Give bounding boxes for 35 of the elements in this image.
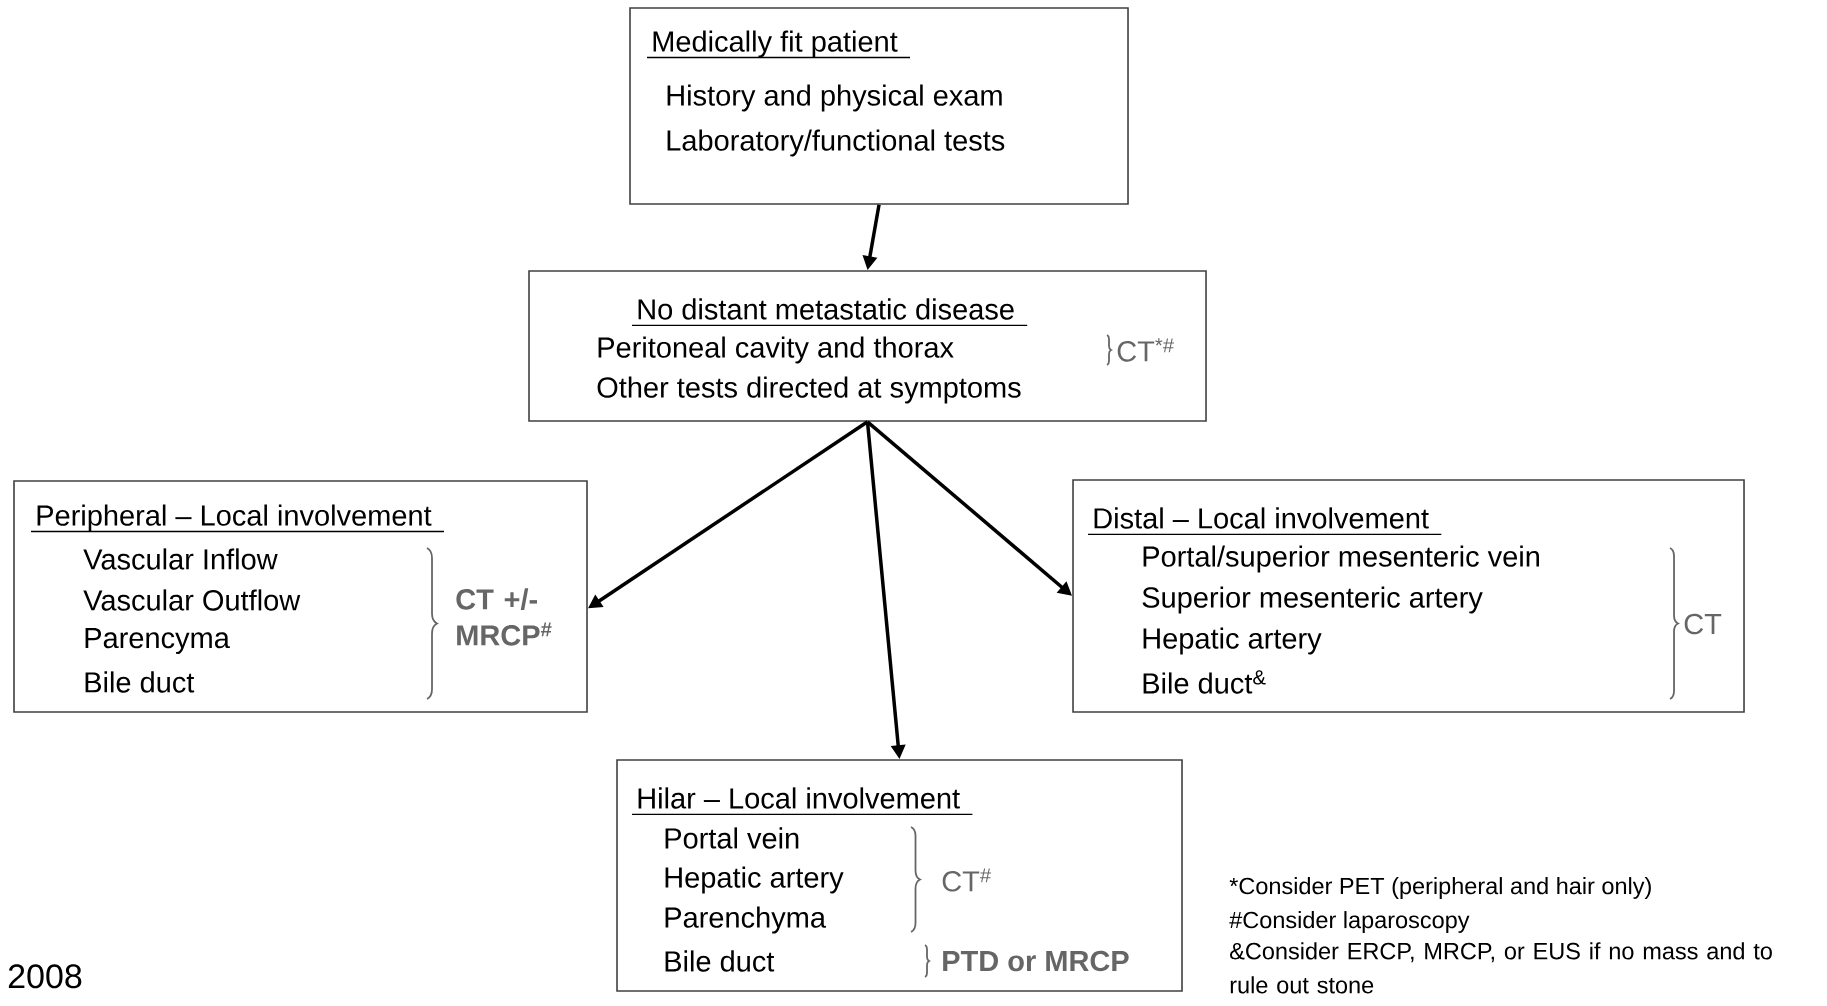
item-text: Superior mesenteric artery	[1142, 586, 1483, 614]
footnote: #Consider laparoscopy	[1229, 911, 1470, 933]
item-text: Peritoneal cavity and thorax	[598, 336, 954, 364]
item-text: Portal/superior mesenteric vein	[1143, 545, 1539, 573]
heading: No distant metastatic disease	[631, 298, 1028, 326]
text-box	[528, 270, 1207, 422]
item-text: Bile duct	[665, 950, 775, 972]
item-text: Hepatic artery	[1143, 627, 1322, 655]
imaging-note: CT +/- MRCP$^{#}$	[456, 588, 552, 646]
text-box	[616, 759, 1183, 992]
item-text: Parenchyma	[665, 906, 826, 934]
item-text: Other tests directed at symptoms	[597, 376, 1021, 404]
item-text: Bile duct	[85, 671, 195, 693]
footnote: &Consider ERCP, MRCP, or EUS if no mass and to rule out stone	[1230, 942, 1772, 994]
heading: Medically fit patient	[646, 30, 911, 59]
item-text: Parencyma	[85, 628, 230, 654]
footnote: *Consider PET (peripheral and hair only)	[1229, 877, 1651, 899]
item-text: Bile duct$^{&}$	[1143, 670, 1266, 694]
text-box	[629, 7, 1129, 205]
text-box	[1072, 479, 1745, 713]
heading: Peripheral – Local involvement	[30, 504, 445, 533]
item-text: History and physical exam	[667, 84, 1002, 112]
item-text: Hepatic artery	[665, 866, 844, 894]
item-text: Portal vein	[665, 827, 799, 849]
imaging-note: CT$^{*#}$	[1117, 338, 1174, 362]
heading: Hilar – Local involvement	[631, 787, 974, 816]
item-text: Laboratory/functional tests	[667, 129, 1005, 157]
heading: Distal – Local involvement	[1087, 507, 1442, 535]
imaging-note: CT$^{#}$	[942, 868, 992, 892]
imaging-note: PTD or MRCP	[943, 950, 1129, 972]
year-text: 2008	[8, 964, 82, 989]
imaging-note: CT	[1684, 613, 1722, 635]
item-text: Vascular Outflow	[83, 589, 301, 611]
text-box	[13, 480, 588, 713]
item-text: Vascular Inflow	[83, 548, 278, 570]
